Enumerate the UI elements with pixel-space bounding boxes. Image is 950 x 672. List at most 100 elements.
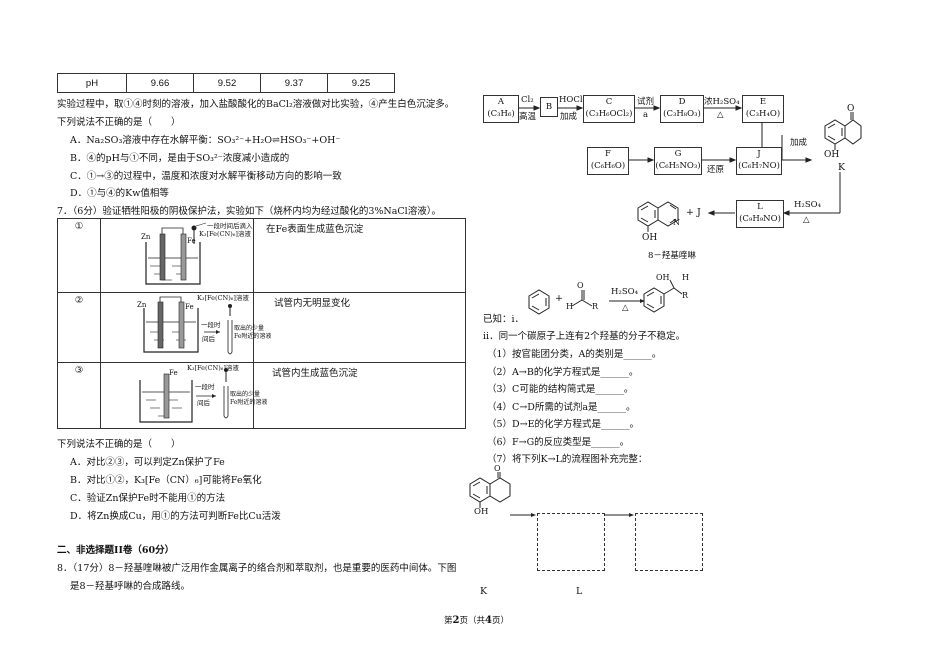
sub-question-6: （6）F→G的反应类型是______。 (487, 437, 630, 448)
answer-box-1[interactable] (537, 513, 605, 571)
fe-label: Fe (187, 237, 196, 245)
sub-question-2: （2）A→B的化学方程式是______。 (487, 367, 639, 378)
cond-de-bot: △ (717, 110, 724, 120)
box-l: L (C₉H₉NO) (736, 200, 784, 228)
footer-text: 第 (444, 616, 453, 626)
aldehyde-structure (571, 290, 593, 307)
ph-value: 9.66 (126, 73, 194, 93)
page-number: 2 (452, 615, 460, 626)
row-number: ① (57, 218, 101, 293)
box-letter: C (605, 97, 613, 107)
cond-jk: 加成 (790, 138, 808, 148)
box-b: B (540, 97, 558, 117)
box-formula: (C₆H₆O) (590, 161, 626, 171)
box-letter: F (605, 149, 611, 159)
plus-sign: + (555, 293, 563, 304)
time-note: 一段时 (195, 383, 215, 391)
box-letter: A (497, 97, 505, 107)
q7-option-c: C．验证Zn保护Fe时不能用①的方法 (70, 493, 226, 504)
box-g: G (C₆H₅NO₃) (654, 147, 702, 175)
q7-option-a: A．对比②③，可以判定Zn保护了Fe (70, 457, 225, 468)
sub-question-5: （5）D→E的化学方程式是______。 (487, 419, 640, 430)
time-note: 间后 (202, 335, 215, 343)
time-note: 间后 (197, 399, 210, 407)
cond-bc-top: HOCl (559, 95, 583, 105)
compound-k-structure (824, 112, 862, 150)
reagent-name: K₃[Fe(CN)₆]溶液 (199, 230, 251, 238)
cond-bc-bot: 加成 (560, 112, 578, 122)
result-cell: 试管内无明显变化 (253, 292, 466, 363)
flow-k-structure (469, 472, 511, 508)
answer-box-2[interactable] (635, 513, 703, 571)
q8-intro-line2: 是8－羟基呼啉的合成路线。 (70, 581, 191, 592)
k-carbonyl-o: O (847, 104, 855, 114)
box-e: E (C₃H₄O) (742, 95, 784, 123)
reagent-name: K₃[Fe(CN)₆]溶液 (197, 294, 249, 302)
quinoline-n: N (673, 218, 680, 227)
box-formula: (C₆H₅NO₃) (655, 161, 701, 171)
footer-text: 页） (491, 616, 509, 626)
box-letter: B (545, 102, 553, 112)
q6-option-d: D．①与④的Kw值相等 (70, 188, 169, 199)
box-formula: (C₃H₆) (487, 109, 515, 119)
product-h: H (682, 273, 689, 282)
q7-question: 下列说法不正确的是（ ） (57, 439, 181, 450)
flow-l-label: L (576, 586, 583, 597)
q7-stem: 7．（6分）验证牺牲阳极的阴极保护法，实验如下（烧杯内均为经过酸化的3%NaCl… (57, 206, 441, 217)
cond-cd-bot: a (643, 110, 649, 120)
aldehyde-r: R (592, 302, 599, 311)
q8-intro-line1: 8．（17分）8－羟基喹啉被广泛用作金属离子的络合剂和萃取剂，也是重要的医药中间… (57, 563, 457, 574)
k-hydroxyl: OH (824, 150, 840, 160)
sub-question-3: （3）C可能的结构简式是______。 (487, 384, 634, 395)
flow-k-label: K (480, 586, 488, 597)
box-formula: (C₆H₇NO) (738, 161, 780, 171)
flow-arrow-2 (604, 513, 634, 517)
product-oh: OH (656, 273, 670, 282)
known-ii: ii．同一个碳原子上连有2个羟基的分子不稳定。 (483, 331, 686, 342)
section-title: 二、非选择题II卷（60分） (57, 545, 175, 556)
aldehyde-o: O (577, 281, 584, 290)
reagent-note: 一段时间后滴入 (207, 222, 253, 230)
apparatus-3: Fe K₃[Fe(CN)₆]溶液 一段时 间后 取出的少量 Fe附近的溶液 (100, 362, 267, 429)
sub-question-4: （4）C→D所需的试剂a是______。 (487, 402, 636, 413)
product-r: R (682, 291, 689, 300)
beaker-diagram (145, 222, 207, 285)
flow-k-oh: OH (474, 507, 489, 517)
flow-arrow-1 (510, 513, 536, 517)
box-f: F (C₆H₆O) (587, 147, 629, 175)
known-reagent-bot: △ (622, 303, 629, 313)
q7-option-b: B．对比①②，K₃[Fe（CN）₆]可能将Fe氧化 (70, 475, 262, 486)
cond-lj-bot: △ (803, 215, 810, 225)
plus-j: + J (686, 207, 701, 218)
cond-de-top: 浓H₂SO₄ (704, 97, 740, 107)
cond-cd-top: 试剂 (637, 97, 655, 107)
row-number: ③ (57, 362, 101, 429)
sample-note: 取出的少量 (234, 325, 265, 332)
q6-experiment-note: 实验过程中，取①④时刻的溶液，加入盐酸酸化的BaCl₂溶液做对比实验，④产生白色… (57, 99, 455, 110)
page-footer: 第2页（共4页） (444, 614, 509, 626)
result-cell: 在Fe表面生成蓝色沉淀 (253, 218, 466, 293)
fe-label: Fe (169, 369, 178, 377)
flow-k-o: O (494, 464, 501, 473)
aldehyde-h: H (566, 302, 573, 311)
ph-label: pH (57, 73, 127, 93)
quinoline-hydroxyl: OH (642, 233, 658, 243)
q7-experiment-table: ① Zn Fe 一段时间后滴入 K₃[Fe(CN)₆]溶液 在Fe表面生成蓝色沉… (57, 218, 466, 429)
known-reagent-top: H₂SO₄ (611, 287, 639, 297)
cond-gj-bot: 还原 (707, 165, 725, 175)
cond-ab-bot: 高温 (519, 112, 537, 122)
beaker-diagram (139, 368, 229, 423)
ph-value: 9.37 (260, 73, 328, 93)
box-j: J (C₆H₇NO) (736, 147, 782, 175)
time-note: 一段时 (201, 321, 221, 329)
zn-label: Zn (141, 233, 151, 241)
box-a: A (C₃H₆) (483, 95, 519, 123)
alcohol-product-structure (643, 279, 683, 313)
box-d: D (C₃H₈O₃) (660, 95, 704, 123)
footer-text: 页（共 (459, 616, 485, 626)
reagent-name: K₃[Fe(CN)₆]溶液 (187, 364, 239, 372)
box-letter: D (678, 97, 686, 107)
cond-lj-top: H₂SO₄ (794, 200, 822, 210)
page-total: 4 (485, 615, 492, 626)
